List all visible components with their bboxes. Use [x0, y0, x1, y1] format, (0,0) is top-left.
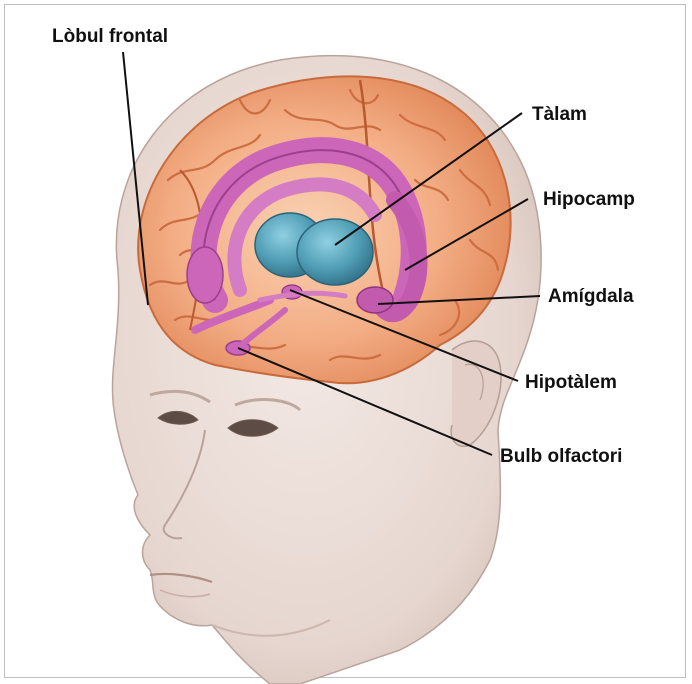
label-amygdala: Amígdala: [548, 286, 634, 307]
label-hippocampus: Hipocamp: [543, 189, 635, 210]
label-hypothalamus: Hipotàlem: [525, 372, 617, 393]
label-olfactory-bulb: Bulb olfactori: [500, 446, 622, 467]
label-thalamus: Tàlam: [532, 104, 587, 125]
label-frontal-lobe: Lòbul frontal: [52, 26, 168, 47]
